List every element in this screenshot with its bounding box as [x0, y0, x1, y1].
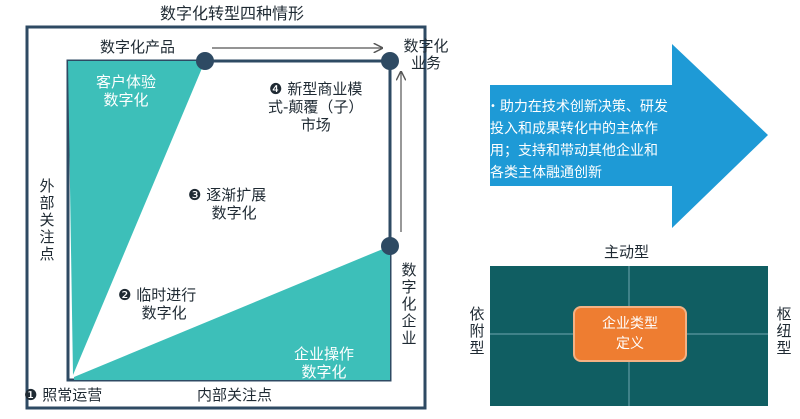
center-box-line1: 企业类型	[602, 316, 658, 332]
char: 关	[39, 211, 55, 229]
scenario-1: ❶ 照常运营	[24, 386, 102, 404]
scenario-2-line1: 临时进行	[136, 286, 197, 304]
center-box-line2: 定义	[616, 336, 644, 352]
scenario-4-line2: 式-颠覆（子）	[268, 98, 364, 116]
arrow-callout-line4: 各类主体融通创新	[490, 165, 602, 181]
bullet-icon: •	[490, 101, 496, 112]
arrow-callout-line2: 投入和成果转化中的主体作	[490, 121, 658, 137]
scenario-2: ❷ 临时进行 数字化	[118, 286, 196, 322]
customer-region-label: 客户体验 数字化	[96, 73, 156, 109]
scenario-3-line2: 数字化	[211, 204, 257, 222]
scenario-1-number: ❶	[24, 386, 38, 404]
matrix-left-label: 依 附 型	[468, 306, 486, 357]
char: 化	[401, 295, 417, 313]
char: 部	[39, 194, 55, 212]
node-digital-product	[196, 52, 214, 70]
scenario-3: ❸ 逐渐扩展 数字化	[188, 186, 266, 222]
char: 纽	[776, 322, 792, 340]
arrow-callout-line3: 用；支持和带动其他企业和	[490, 143, 658, 159]
label-digital-product: 数字化产品	[100, 38, 176, 56]
label-digital-business: 数字化 业务	[396, 38, 456, 72]
label-digital-business-line1: 数字化	[403, 37, 449, 55]
matrix-right-label: 枢 纽 型	[775, 306, 793, 357]
scenario-4: ❹ 新型商业模 式-颠覆（子） 市场	[268, 80, 363, 134]
scenario-3-number: ❸	[188, 186, 202, 204]
outer-frame	[25, 25, 427, 410]
char: 注	[39, 228, 55, 246]
scenario-4-number: ❹	[269, 80, 283, 98]
char: 依	[469, 305, 485, 323]
scenario-4-line3: 市场	[300, 116, 331, 134]
scenario-2-number: ❷	[118, 286, 132, 304]
scenario-3-line1: 逐渐扩展	[206, 186, 267, 204]
customer-region-line1: 客户体验	[96, 73, 157, 91]
scenario-2-line2: 数字化	[141, 304, 187, 322]
char: 数	[401, 261, 417, 279]
char: 字	[401, 278, 417, 296]
enterprise-region-label: 企业操作 数字化	[294, 345, 354, 381]
char: 枢	[776, 305, 792, 323]
char: 业	[401, 329, 417, 347]
arrow-callout-text: •助力在技术创新决策、研发 投入和成果转化中的主体作 用；支持和带动其他企业和 …	[490, 96, 700, 184]
node-digital-enterprise	[381, 237, 399, 255]
customer-region-line2: 数字化	[103, 91, 149, 109]
char: 型	[776, 339, 792, 357]
char: 外	[39, 177, 55, 195]
callout-arrow	[490, 44, 768, 228]
customer-region	[68, 61, 205, 375]
enterprise-type-definition-box: 企业类型 定义	[573, 306, 687, 362]
enterprise-region	[74, 246, 390, 380]
y-axis-label: 外 部 关 注 点	[38, 178, 56, 263]
label-digital-business-line2: 业务	[410, 54, 441, 72]
scenario-4-line1: 新型商业模	[287, 80, 363, 98]
matrix-top-label: 主动型	[604, 243, 650, 261]
char: 附	[469, 322, 485, 340]
char: 企	[401, 312, 417, 330]
char: 型	[469, 339, 485, 357]
x-axis-label: 内部关注点	[197, 386, 273, 404]
arrow-callout-line1: 助力在技术创新决策、研发	[499, 99, 668, 115]
diagram-title: 数字化转型四种情形	[160, 4, 305, 23]
label-digital-enterprise: 数 字 化 企 业	[400, 262, 418, 347]
enterprise-region-line1: 企业操作	[294, 345, 355, 363]
scenario-1-text: 照常运营	[42, 386, 103, 404]
enterprise-region-line2: 数字化	[301, 363, 347, 381]
char: 点	[39, 245, 55, 263]
node-digital-business	[381, 52, 399, 70]
